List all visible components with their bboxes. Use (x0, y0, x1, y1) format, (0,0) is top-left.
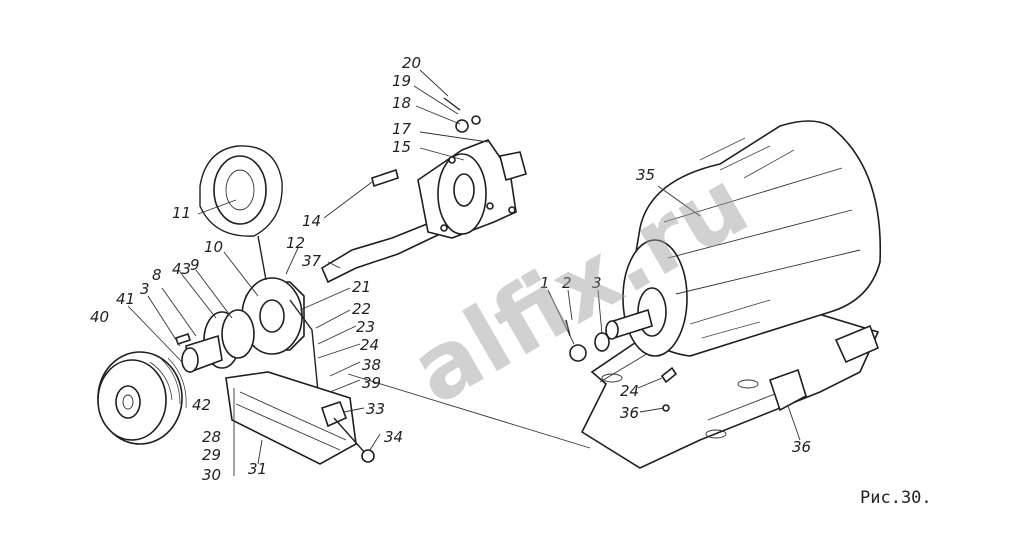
label-24: 23 (356, 318, 375, 336)
leader-lines (127, 69, 801, 476)
label-9: 3 (140, 280, 150, 298)
label-8: 9 (190, 256, 200, 274)
label-42: 42 (192, 396, 211, 414)
label-21: 20 (402, 54, 421, 72)
label-33: 34 (384, 428, 403, 446)
label-32: 33 (366, 400, 385, 418)
part-labels: 20 19 18 17 15 14 11 12 10 9 43 8 3 41 4… (90, 54, 811, 484)
label-35: 24 (620, 382, 639, 400)
label-28: 28 (202, 428, 221, 446)
label-43: 43 (172, 260, 191, 278)
belt-line (347, 373, 591, 449)
label-34: 35 (636, 166, 655, 184)
label-12: 11 (172, 204, 191, 222)
shaft-assembly (320, 97, 527, 284)
label-22: 21 (352, 278, 371, 296)
label-20: 19 (392, 72, 411, 90)
label-19: 18 (392, 94, 411, 112)
label-37: 37 (302, 252, 322, 270)
label-38: 38 (362, 356, 381, 374)
base-bracket (225, 371, 375, 465)
figure-caption: Рис.30. (860, 488, 932, 508)
label-3: 3 (592, 274, 602, 292)
label-11: 10 (204, 238, 223, 256)
label-24b: 36 (620, 404, 639, 422)
label-18: 17 (392, 120, 412, 138)
label-2: 2 (562, 274, 572, 292)
label-31: 31 (248, 460, 267, 478)
label-14: 12 (286, 234, 305, 252)
label-15: 14 (302, 212, 321, 230)
pulley (97, 351, 187, 445)
label-36: 36 (792, 438, 811, 456)
gasket-detail (199, 145, 283, 281)
label-23: 22 (352, 300, 371, 318)
label-39: 39 (362, 374, 381, 392)
flange-parts (174, 309, 255, 374)
label-10: 8 (152, 266, 162, 284)
electric-motor (565, 120, 882, 469)
label-30: 30 (202, 466, 221, 484)
label-40: 40 (90, 308, 109, 326)
label-17: 15 (392, 138, 411, 156)
label-1: 1 (540, 274, 550, 292)
label-29: 29 (202, 446, 221, 464)
label-25: 24 (360, 336, 379, 354)
label-41: 41 (116, 290, 135, 308)
